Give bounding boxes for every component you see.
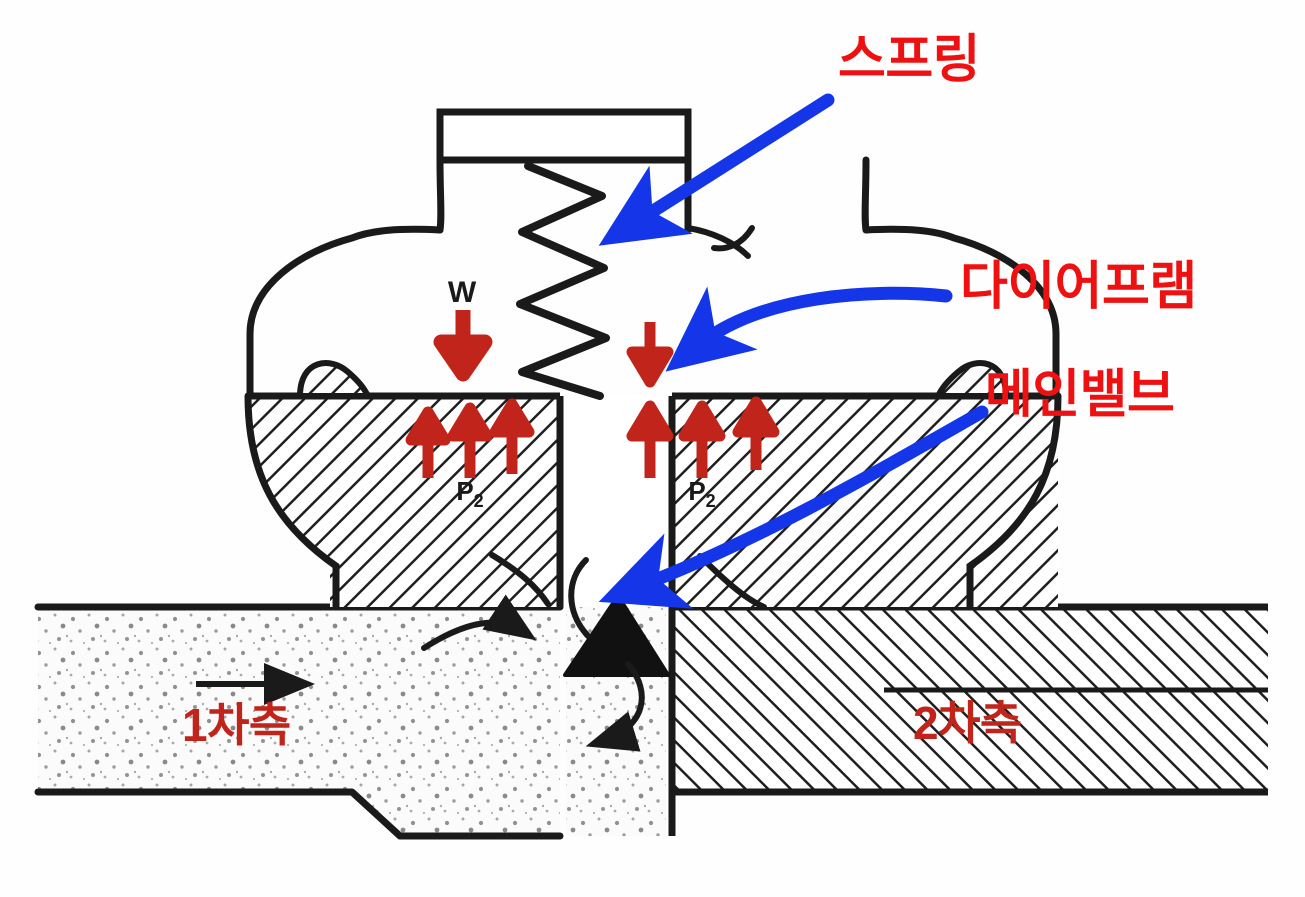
callout-label-secondary-side: 2차측 xyxy=(913,697,1022,749)
force-arrow-down-w xyxy=(433,310,493,382)
pointer-diaphragm xyxy=(665,286,953,372)
force-arrows-up-right xyxy=(626,396,780,478)
spring-coil xyxy=(516,162,610,400)
pointer-main-valve xyxy=(598,405,989,609)
callout-label-spring: 스프링 xyxy=(838,31,981,89)
spring-force-label: W xyxy=(448,276,477,309)
pressure-label-right: P2 xyxy=(688,476,715,511)
callout-label-primary-side: 1차측 xyxy=(182,699,291,751)
force-arrow-down-right xyxy=(626,322,674,388)
valve-plug xyxy=(421,557,670,752)
valve-body-lower xyxy=(244,392,1062,611)
bonnet-body xyxy=(246,156,1060,400)
callout-label-diaphragm: 다이어프램 xyxy=(960,258,1197,316)
pointer-spring xyxy=(598,93,835,246)
pressure-label-left: P2 xyxy=(456,476,483,511)
inlet-pipe xyxy=(34,603,564,840)
force-arrows-up-left xyxy=(405,398,535,478)
diaphragm-membrane xyxy=(248,360,1058,400)
callout-label-main-valve: 메인밸브 xyxy=(985,366,1175,424)
